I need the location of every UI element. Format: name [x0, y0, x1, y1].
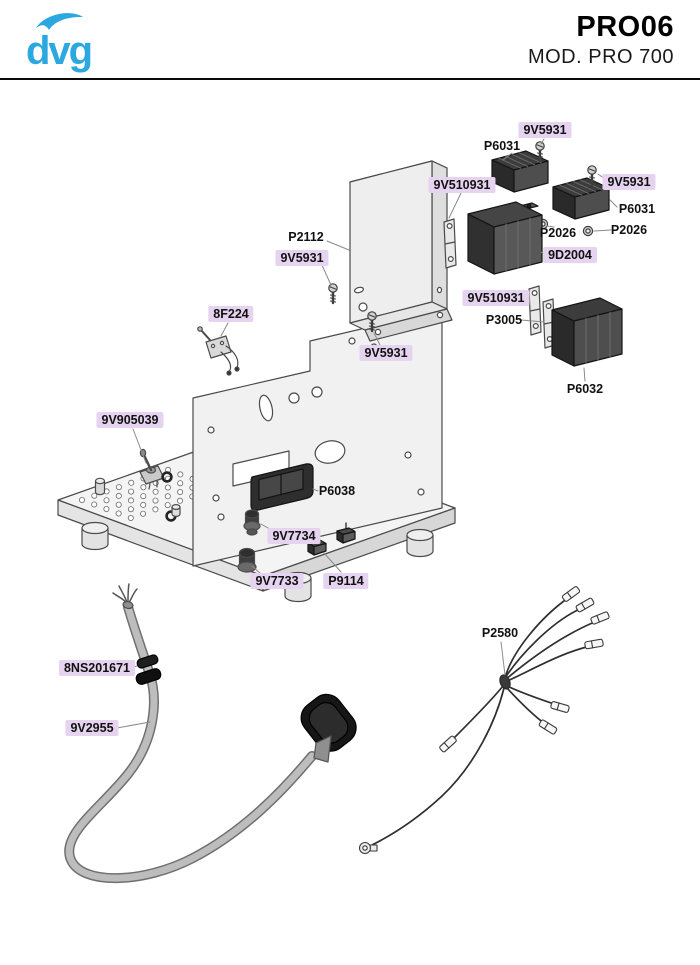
logo-bird-icon — [36, 13, 83, 30]
rocker-switch-p6038 — [250, 463, 314, 511]
part-label-p2580-20: P2580 — [481, 626, 519, 640]
part-label-9v5931-3: 9V5931 — [602, 174, 656, 190]
connector-p9114-1 — [307, 534, 327, 556]
part-label-p6031-4: P6031 — [618, 202, 656, 216]
wiring-harness-p2580 — [371, 597, 598, 846]
part-label-8f224-12: 8F224 — [208, 306, 254, 322]
page-header: dvg PRO06 MOD. PRO 700 — [0, 0, 700, 80]
part-label-p2026-7: P2026 — [610, 223, 648, 237]
part-label-9v5931-0: 9V5931 — [518, 122, 572, 138]
part-label-p6032-14: P6032 — [566, 382, 604, 396]
part-label-9v5931-13: 9V5931 — [359, 345, 413, 361]
part-label-9v5931-8: 9V5931 — [275, 250, 329, 266]
power-plug — [300, 693, 357, 763]
part-label-9d2004-9: 9D2004 — [543, 247, 597, 263]
product-code: PRO06 — [576, 11, 674, 43]
ring-terminal — [358, 841, 378, 855]
microswitch-8f224 — [197, 326, 240, 376]
part-label-p6031-1: P6031 — [483, 139, 521, 153]
rubber-feet — [81, 521, 434, 603]
transformer-9d2004 — [467, 201, 543, 275]
relay-p6032 — [551, 297, 623, 367]
cable-gland-8ns201671 — [135, 654, 162, 685]
part-label-9v905039-15: 9V905039 — [96, 412, 164, 428]
part-label-9v7734-17: 9V7734 — [267, 528, 321, 544]
toggle-switch-9v905039 — [139, 448, 165, 490]
part-label-p9114-19: P9114 — [323, 573, 369, 589]
part-label-p6038-16: P6038 — [318, 484, 356, 498]
model-name: MOD. PRO 700 — [527, 45, 674, 68]
bracket-p2112 — [349, 160, 453, 342]
part-label-9v7733-18: 9V7733 — [250, 573, 304, 589]
indicator-9v7733 — [237, 547, 257, 573]
standoff-post — [94, 477, 106, 496]
indicator-9v7734 — [243, 509, 261, 536]
brand-logo: dvg — [20, 8, 112, 79]
part-label-9v2955-22: 9V2955 — [65, 720, 119, 736]
part-label-p2112-5: P2112 — [288, 230, 324, 244]
part-label-p3005-11: P3005 — [485, 313, 523, 327]
part-label-9v510931-10: 9V510931 — [462, 290, 530, 306]
part-label-8ns201671-21: 8NS201671 — [58, 660, 136, 676]
part-label-9v510931-2: 9V510931 — [428, 177, 496, 193]
push-button — [171, 504, 181, 517]
part-label-p2026-6: P2026 — [539, 226, 577, 240]
harness-connectors — [358, 585, 611, 855]
connector-p9114-2 — [336, 522, 356, 544]
logo-text: dvg — [26, 29, 91, 73]
